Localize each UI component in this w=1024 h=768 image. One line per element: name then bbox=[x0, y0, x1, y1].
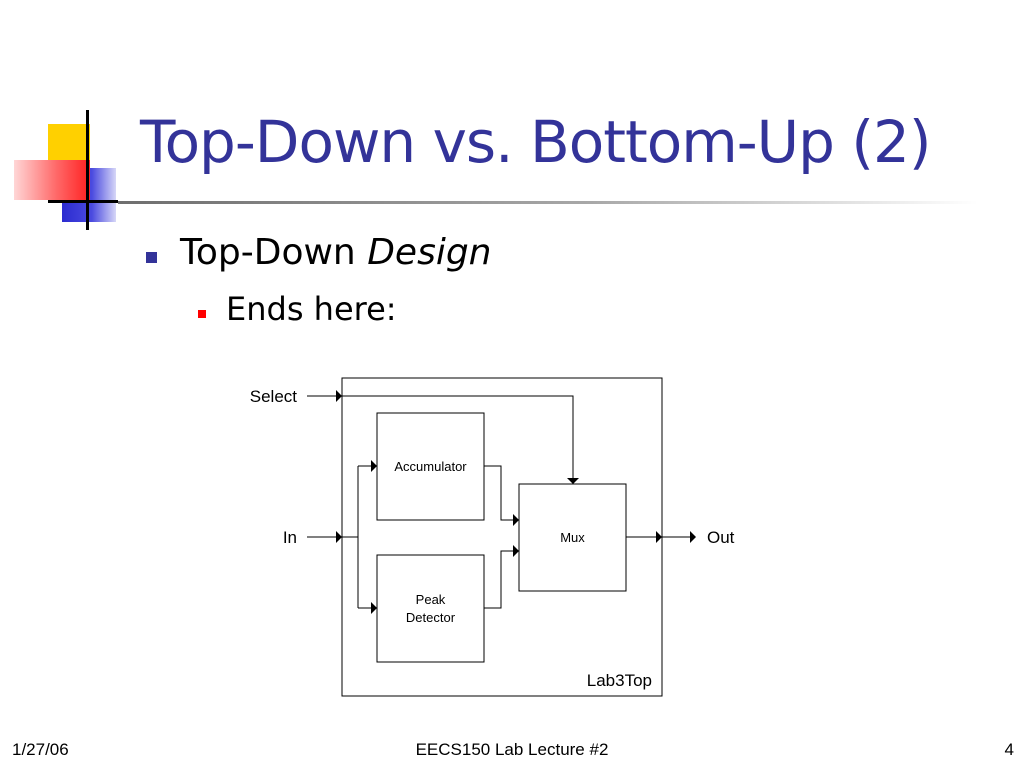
lab3top-container bbox=[341, 377, 663, 697]
accumulator-input-arrow bbox=[371, 460, 377, 472]
mux-input-arrow-2 bbox=[513, 545, 519, 557]
accumulator-to-mux-wire bbox=[484, 465, 513, 521]
mux-input-arrow-1 bbox=[513, 514, 519, 526]
peak-detector-input-arrow bbox=[371, 602, 377, 614]
in-port-arrow bbox=[336, 531, 342, 543]
bullet-text-emphasis: Design bbox=[367, 232, 492, 273]
mux-select-arrow bbox=[567, 478, 579, 484]
peak-detector-label-line2: Detector bbox=[406, 610, 456, 625]
out-signal-arrow bbox=[690, 531, 696, 543]
bullet-square-level1 bbox=[146, 252, 157, 263]
logo-red-bar bbox=[14, 160, 90, 200]
accumulator-label: Accumulator bbox=[394, 459, 467, 474]
logo-vertical-line bbox=[86, 110, 89, 230]
title-underline bbox=[118, 201, 978, 204]
select-wire-to-mux bbox=[342, 395, 574, 478]
out-label: Out bbox=[707, 528, 735, 547]
logo-horizontal-line bbox=[48, 200, 118, 203]
footer-page-number: 4 bbox=[1004, 740, 1014, 759]
bullet-square-level2 bbox=[198, 310, 206, 318]
bullet-text-main: Top-Down bbox=[180, 232, 368, 273]
in-label: In bbox=[283, 528, 297, 547]
out-port-arrow bbox=[656, 531, 662, 543]
select-port-arrow bbox=[336, 390, 342, 402]
bullet-text-level1: Top-Down Design bbox=[180, 232, 492, 273]
peak-detector-to-mux-wire bbox=[484, 550, 513, 609]
lab3top-label: Lab3Top bbox=[587, 671, 652, 690]
slide-title: Top-Down vs. Bottom-Up (2) bbox=[140, 108, 932, 176]
footer-date: 1/27/06 bbox=[12, 740, 69, 759]
mux-label: Mux bbox=[560, 530, 585, 545]
peak-detector-label-line1: Peak bbox=[416, 592, 446, 607]
bullet-text-level2: Ends here: bbox=[226, 290, 397, 328]
select-label: Select bbox=[250, 387, 298, 406]
corner-logo bbox=[0, 0, 150, 240]
footer-course: EECS150 Lab Lecture #2 bbox=[415, 740, 609, 759]
peak-detector-block bbox=[376, 554, 485, 663]
logo-yellow-square bbox=[48, 124, 90, 164]
